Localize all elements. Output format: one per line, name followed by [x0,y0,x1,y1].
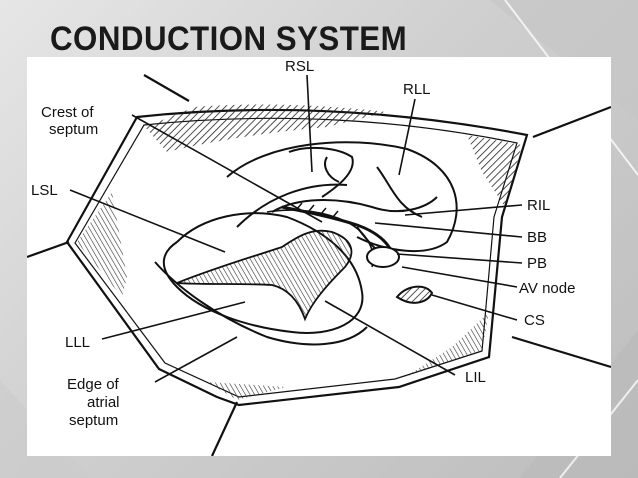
label-lsl: LSL [31,182,58,199]
label-ril: RIL [527,197,550,214]
label-cs: CS [524,312,545,329]
left-valve-leaflets [154,212,368,346]
shaded-tissue [77,104,522,400]
label-edge-line3: septum [69,412,118,429]
diagram-panel: RSL RLL Crest of septum LSL RIL BB PB AV… [27,57,611,456]
septal-mass [176,209,374,322]
label-edge-line1: Edge of [67,376,120,393]
label-edge-line2: atrial [87,394,120,411]
leader-lines [69,74,523,383]
conduction-system-diagram: RSL RLL Crest of septum LSL RIL BB PB AV… [27,58,611,456]
label-crest-line2: septum [49,121,98,138]
label-bb: BB [527,229,547,246]
label-rll: RLL [403,81,431,98]
label-crest-line1: Crest of [41,104,94,121]
label-pb: PB [527,255,547,272]
label-lil: LIL [465,369,486,386]
label-lll: LLL [65,334,90,351]
diagram-labels: RSL RLL Crest of septum LSL RIL BB PB AV… [31,58,575,429]
slide-title: CONDUCTION SYSTEM [50,20,408,58]
right-valve-leaflets [226,141,458,253]
label-av-node: AV node [519,280,575,297]
label-rsl: RSL [285,58,314,75]
